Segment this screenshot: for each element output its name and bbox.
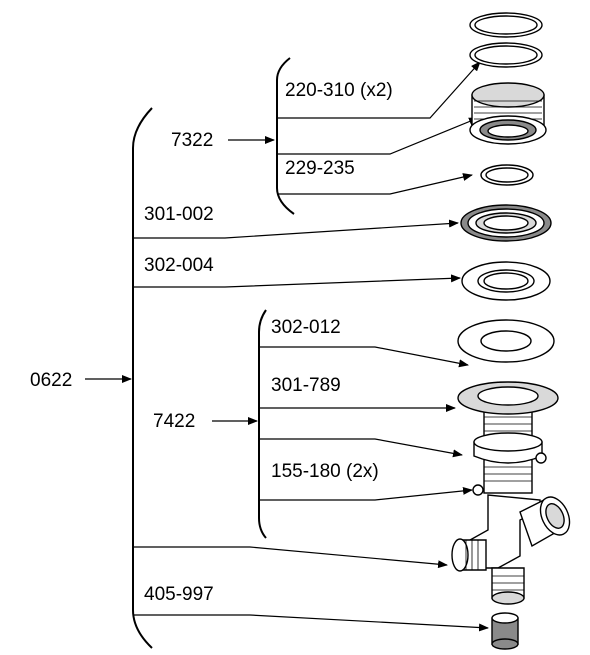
label-220-310: 220-310 (x2) xyxy=(285,80,393,101)
threaded-adapter xyxy=(469,82,547,145)
plug-405-997 xyxy=(491,612,519,650)
label-7422: 7422 xyxy=(153,411,195,432)
label-155-180: 155-180 (2x) xyxy=(271,461,379,482)
bracket-0622 xyxy=(132,107,153,649)
tee-fitting xyxy=(451,494,571,605)
o-ring-small xyxy=(480,164,534,186)
label-301-789: 301-789 xyxy=(271,375,341,396)
label-405-997: 405-997 xyxy=(144,584,214,605)
o-ring-top xyxy=(469,12,543,38)
bracket-7322 xyxy=(276,57,295,215)
label-302-004: 302-004 xyxy=(144,255,214,276)
washer-302-012 xyxy=(457,319,555,363)
label-301-002: 301-002 xyxy=(144,204,214,225)
label-302-012: 302-012 xyxy=(271,317,341,338)
gasket-301-002 xyxy=(460,204,552,242)
label-7322: 7322 xyxy=(171,130,213,151)
label-229-235: 229-235 xyxy=(285,158,355,179)
leader-lines xyxy=(133,61,489,632)
label-0622: 0622 xyxy=(30,370,72,391)
bracket-7422 xyxy=(258,309,267,539)
o-ring-second xyxy=(469,42,543,68)
flanged-body xyxy=(457,381,559,496)
washer-302-004 xyxy=(461,261,551,301)
